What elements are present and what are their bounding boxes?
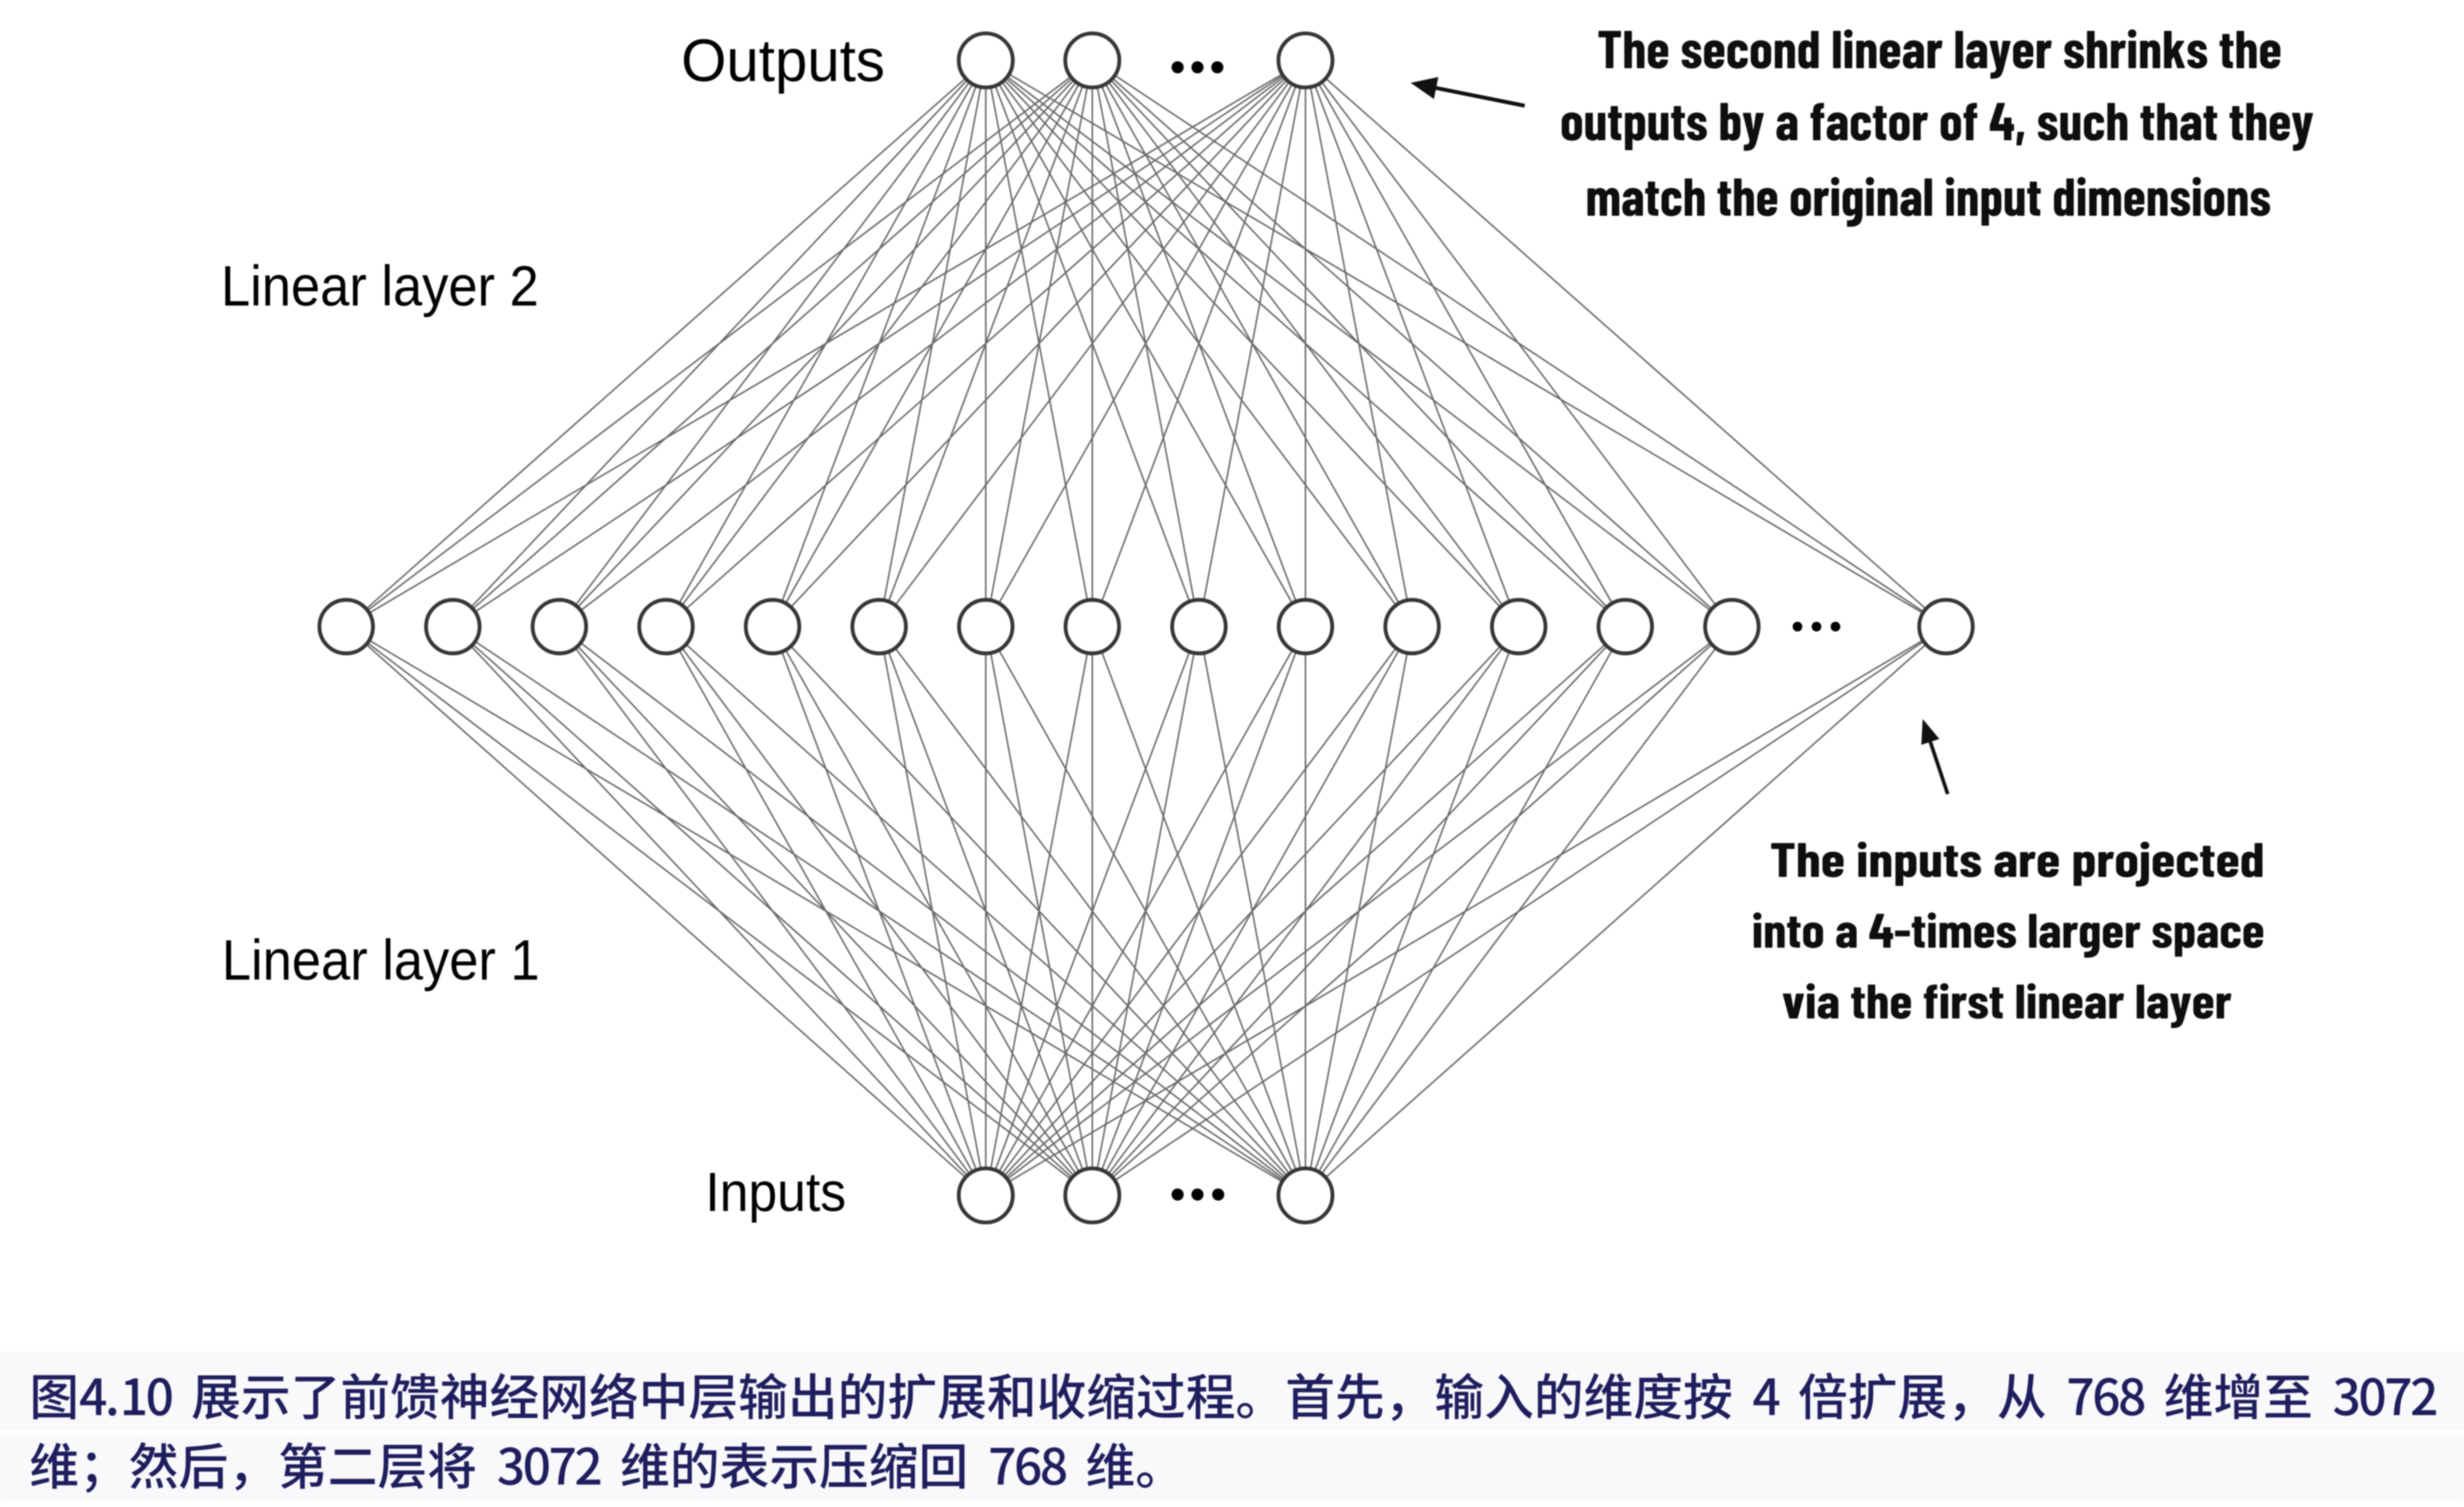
svg-text:Linear layer 1: Linear layer 1 bbox=[222, 928, 540, 992]
svg-text:Linear layer 2: Linear layer 2 bbox=[221, 254, 539, 318]
svg-text:Inputs: Inputs bbox=[705, 1161, 846, 1223]
svg-text:Outputs: Outputs bbox=[681, 27, 885, 94]
